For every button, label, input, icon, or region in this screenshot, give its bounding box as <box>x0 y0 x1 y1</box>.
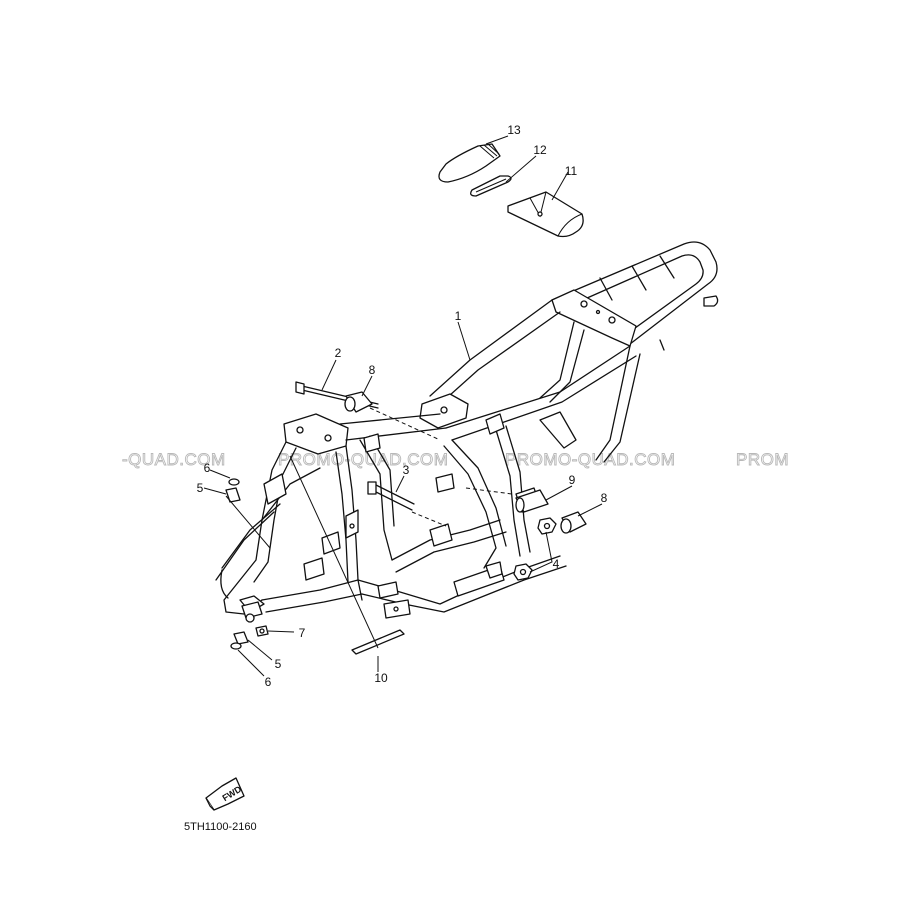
callout-7: 7 <box>299 626 306 640</box>
frame-drawing <box>215 241 719 623</box>
watermark-text: PROMO-QUAD.COM <box>278 450 448 469</box>
callout-8: 8 <box>601 491 608 505</box>
callout-9: 9 <box>569 473 576 487</box>
callout-10: 10 <box>374 671 388 685</box>
watermark-text: PROM <box>736 450 789 469</box>
callout-labels: 13 12 11 1 2 8 3 9 8 4 6 5 7 5 6 10 <box>197 123 608 689</box>
callout-5: 5 <box>197 481 204 495</box>
callout-1: 1 <box>455 309 462 323</box>
callout-2: 2 <box>335 346 342 360</box>
callout-6: 6 <box>204 461 211 475</box>
callout-5: 5 <box>275 657 282 671</box>
leader-lines <box>203 135 603 677</box>
callout-11: 11 <box>565 164 578 178</box>
callout-3: 3 <box>403 463 410 477</box>
diagram-code: 5TH1100-2160 <box>184 821 257 833</box>
callout-4: 4 <box>553 557 560 571</box>
callout-8: 8 <box>369 363 376 377</box>
watermark-text: -QUAD.COM <box>122 450 226 469</box>
callout-13: 13 <box>507 123 521 137</box>
callout-12: 12 <box>533 143 547 157</box>
fwd-arrow-icon: FWD <box>205 777 245 811</box>
watermark-strip: -QUAD.COM PROMO-QUAD.COM PROMO-QUAD.COM … <box>122 450 789 470</box>
callout-6: 6 <box>265 675 272 689</box>
watermark-text: PROMO-QUAD.COM <box>505 450 675 469</box>
small-parts <box>225 143 587 655</box>
